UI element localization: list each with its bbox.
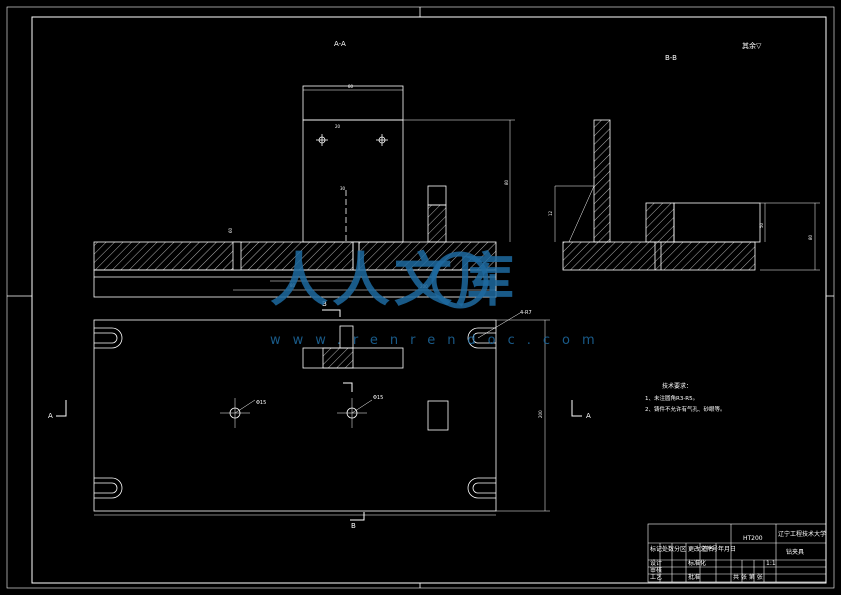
bb-base: [562, 241, 756, 271]
section-marker-a-left: A: [48, 412, 53, 420]
section-aa-view: [93, 85, 515, 298]
section-marker-a-right: A: [586, 412, 591, 420]
tech-req-item-1: 1、未注圆角R3-R5。: [645, 394, 698, 402]
aa-locating-pin: [427, 204, 447, 243]
roughness-note: 其余▽: [742, 41, 762, 50]
title-scale: 1:1: [766, 560, 776, 567]
aa-upright-block: [302, 119, 404, 243]
tb-r3-c3: 批准: [688, 573, 700, 581]
drawing-border: [31, 16, 827, 584]
section-bb-view: [554, 119, 820, 271]
tb-r0-c0: 标记: [650, 545, 662, 553]
tb-r2-c0: 审核: [650, 566, 662, 574]
section-marker-b-bottom: B: [351, 522, 356, 530]
title-school: 辽宁工程技术大学: [778, 530, 826, 538]
center-marks: [7, 7, 834, 588]
tb-r3-c0: 工艺: [650, 573, 662, 581]
top-plate-outline: [93, 319, 497, 512]
tech-req-title: 技术要求：: [662, 382, 692, 390]
section-aa-label: A-A: [334, 40, 346, 48]
dim-small: 20: [335, 124, 341, 129]
dim-center-offset: 80: [290, 283, 296, 288]
tech-req-item-2: 2、铸件不允许有气孔、砂眼等。: [645, 405, 726, 413]
section-bb-label: B-B: [665, 54, 677, 62]
outer-frame: [6, 6, 835, 589]
dim-plate-width: 200: [538, 410, 543, 418]
tb-r0-c2: 分区: [674, 545, 686, 553]
dim-top-width: 80: [348, 84, 354, 89]
dim-inner: 60: [228, 227, 233, 233]
tb-r1-c3: 标准化: [688, 559, 706, 567]
dim-bb-height: 50: [759, 222, 764, 228]
section-marker-b-top: B: [322, 300, 327, 308]
title-block: [647, 523, 827, 583]
tb-r0-c5: 年月日: [718, 545, 736, 553]
bb-pin-block: [645, 202, 675, 243]
watermark-url: www.renrendoc.com: [270, 333, 607, 348]
rect-cutout: [427, 400, 449, 431]
aa-base-plate: [93, 241, 497, 271]
dim-bb-overall: 80: [808, 234, 813, 240]
dim-base-length: 200: [420, 284, 428, 289]
tb-r0-c3: 更改文件号: [688, 545, 718, 553]
watermark-logo: [431, 251, 489, 309]
bb-upright: [593, 119, 611, 243]
tb-r0-c1: 处数: [662, 545, 674, 553]
tb-r0-c4: 签名: [702, 545, 714, 553]
dim-overall-height: 80: [504, 179, 509, 185]
title-part-name: 钻夹具: [786, 548, 804, 556]
dim-hole-spacing: 30: [340, 186, 346, 191]
tb-r1-c0: 设计: [650, 559, 662, 567]
top-view: [56, 309, 582, 521]
dim-hole-dia: Φ15: [256, 400, 266, 406]
dim-slot-note: 4-R7: [520, 310, 532, 316]
dim-side: 12: [548, 210, 553, 216]
title-material: HT200: [743, 535, 763, 542]
title-sheet-info: 共 张 第 张: [733, 573, 763, 581]
watermark-logo-text: 人人文库: [270, 246, 518, 314]
dim-hole-dia-2: Φ15: [373, 395, 383, 401]
